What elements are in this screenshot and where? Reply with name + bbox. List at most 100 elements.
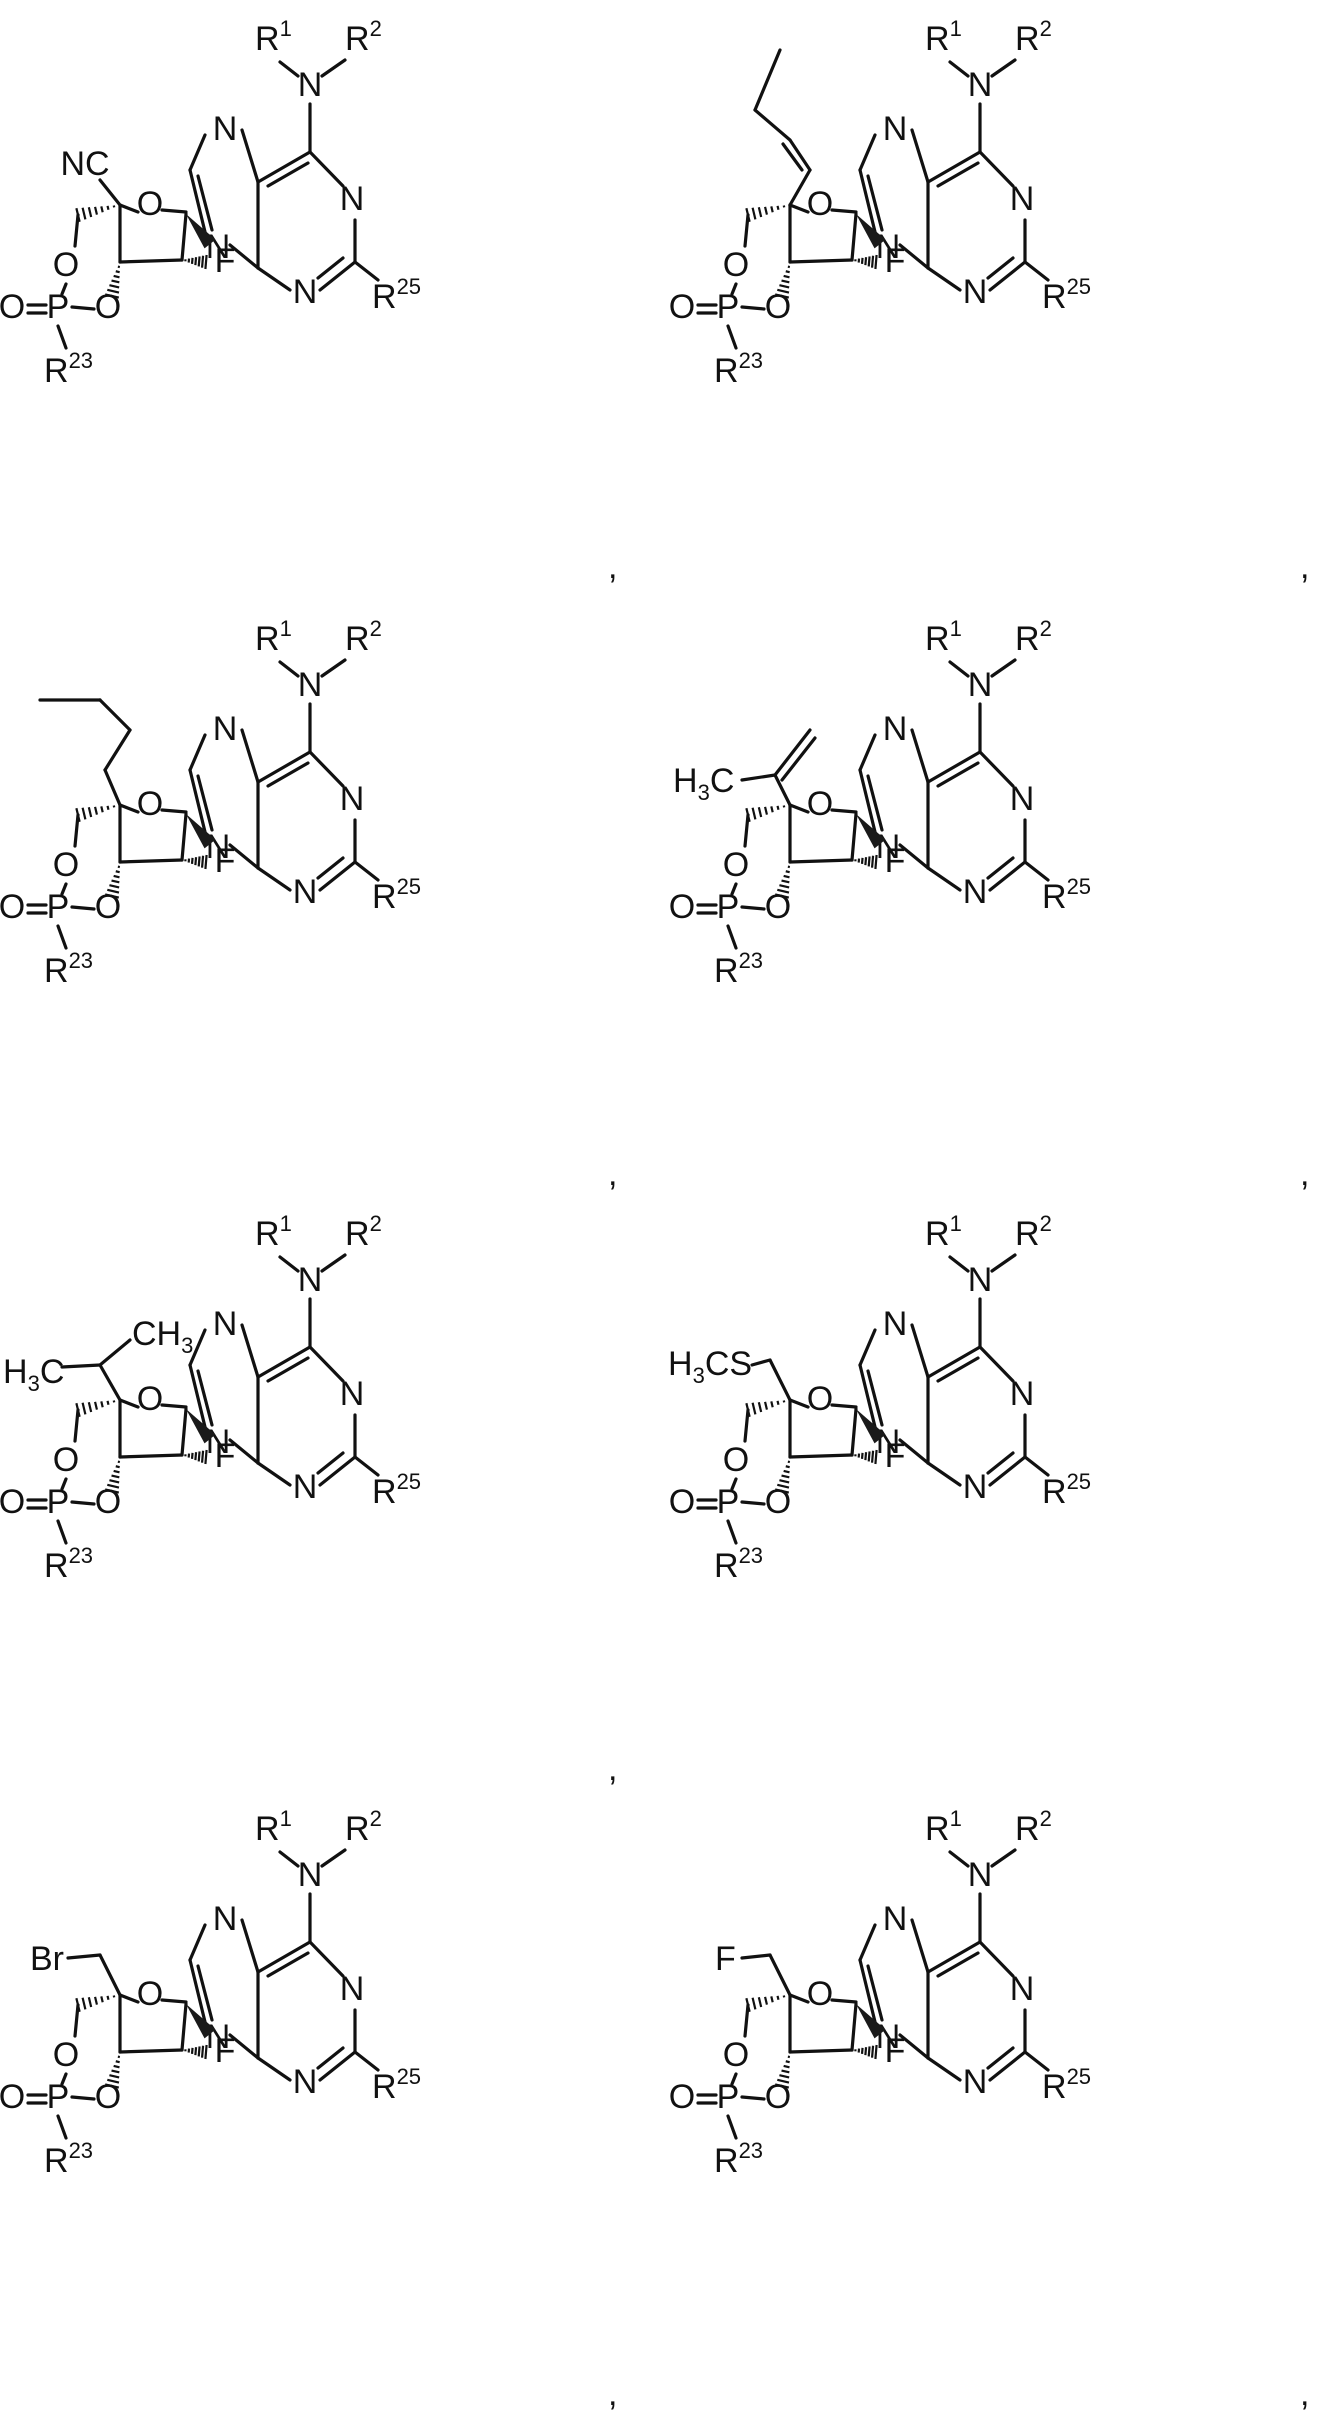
r25-label-superscript: 25 (397, 1469, 421, 1494)
ester-o3-label: O (95, 2078, 121, 2116)
amine-n-label: N (968, 666, 993, 704)
bond (320, 262, 355, 290)
r25-label-superscript: 25 (1067, 2064, 1091, 2089)
r1-label: R1 (255, 1211, 292, 1253)
bond (745, 215, 748, 246)
propyl-bond-2 (105, 730, 130, 770)
separator-comma: , (1300, 2375, 1309, 2413)
bond (198, 776, 212, 830)
r25-label: R25 (1042, 874, 1091, 916)
bond (912, 1920, 928, 1972)
r25-label: R25 (372, 1469, 421, 1511)
ring-n3-label: N (963, 1468, 988, 1506)
ester-o3-label: O (95, 1483, 121, 1521)
c5-hashed-bond (746, 1400, 784, 1416)
bond (280, 662, 298, 676)
r23-label: R23 (714, 2138, 763, 2180)
fluoro-label: F (885, 2032, 906, 2070)
oxo-o-label: O (0, 288, 25, 326)
ring-n7-label: N (213, 1900, 238, 1938)
r25-label: R25 (372, 274, 421, 316)
bond (860, 1925, 875, 1960)
phosphorus-label: P (47, 888, 70, 926)
r1-label-superscript: 1 (950, 1806, 962, 1831)
r25-label: R25 (372, 874, 421, 916)
bond (198, 176, 212, 230)
r25-label-symbol: R (1042, 1473, 1067, 1511)
oxo-o-label: O (0, 1483, 25, 1521)
bond (120, 2050, 182, 2052)
r25-label-superscript: 25 (397, 274, 421, 299)
structure-1: R1R2NNNR25NNOFOOPOR23NC (0, 16, 421, 390)
bond (990, 862, 1025, 890)
r1-label-superscript: 1 (950, 16, 962, 41)
structure-6: R1R2NNNR25NNOFOOPOR23H3CS (668, 1211, 1091, 1585)
r2-label: R2 (1015, 1806, 1052, 1848)
bond (912, 730, 928, 782)
fluoro-hashed-bond (185, 1450, 206, 1464)
phosphorus-label: P (47, 1483, 70, 1521)
r2-label: R2 (345, 1806, 382, 1848)
bond (980, 152, 1013, 186)
butenyl-bond-4 (755, 50, 780, 110)
r2-label: R2 (1015, 16, 1052, 58)
bond (852, 214, 856, 260)
bond (745, 2005, 748, 2036)
r1-label-symbol: R (255, 1810, 280, 1848)
oxo-o-label: O (0, 2078, 25, 2116)
r23-label-symbol: R (44, 1547, 69, 1585)
r1-label: R1 (925, 616, 962, 658)
bond (852, 814, 856, 860)
bond (832, 210, 856, 212)
structure-4: R1R2NNNR25NNOFOOPOR23H3C (669, 616, 1091, 990)
ester-o3-label: O (95, 888, 121, 926)
r1-label-symbol: R (255, 1215, 280, 1253)
bond (790, 1400, 808, 1407)
ring-n3-label: N (293, 273, 318, 311)
bond (258, 268, 290, 290)
r2-label: R2 (345, 1211, 382, 1253)
structure-2: R1R2NNNR25NNOFOOPOR23 (669, 16, 1091, 390)
oxo-o-label: O (669, 888, 695, 926)
bond (790, 205, 808, 212)
fluoro-label: F (215, 842, 236, 880)
phosphorus-label: P (717, 288, 740, 326)
r1-label: R1 (925, 1211, 962, 1253)
r2-label-superscript: 2 (370, 1806, 382, 1831)
bond (992, 660, 1015, 676)
bond (992, 1850, 1015, 1866)
oxo-o-label: O (669, 288, 695, 326)
bond (242, 730, 258, 782)
fluoro-hashed-bond (855, 255, 876, 269)
ring-n7-label: N (213, 1305, 238, 1343)
ester-o5-label: O (723, 2036, 749, 2074)
r1-label: R1 (925, 16, 962, 58)
bond (928, 1463, 960, 1485)
bond (72, 907, 94, 909)
bond (198, 1966, 212, 2020)
bond (950, 1257, 968, 1271)
ring-n7-label: N (883, 1900, 908, 1938)
bond (162, 2000, 186, 2002)
r23-label-symbol: R (44, 2142, 69, 2180)
isopropenyl-methyl-label: H3C (673, 762, 734, 805)
r2-label-symbol: R (345, 1215, 370, 1253)
r2-label-superscript: 2 (370, 16, 382, 41)
bond (980, 752, 1013, 786)
butenyl-bond-3 (755, 110, 790, 140)
r1-label: R1 (255, 616, 292, 658)
amine-n-label: N (298, 1261, 323, 1299)
bond (310, 1347, 343, 1381)
r25-label-superscript: 25 (397, 2064, 421, 2089)
r25-label-symbol: R (372, 278, 397, 316)
separator-comma: , (1300, 548, 1309, 586)
fluoromethyl-bond-1 (770, 1955, 790, 1995)
ring-n3-label: N (963, 273, 988, 311)
bond (258, 868, 290, 890)
r25-label-superscript: 25 (1067, 274, 1091, 299)
phosphorus-label: P (717, 1483, 740, 1521)
bond (912, 1325, 928, 1377)
bond (832, 810, 856, 812)
bond (790, 2050, 852, 2052)
r2-label-superscript: 2 (370, 616, 382, 641)
